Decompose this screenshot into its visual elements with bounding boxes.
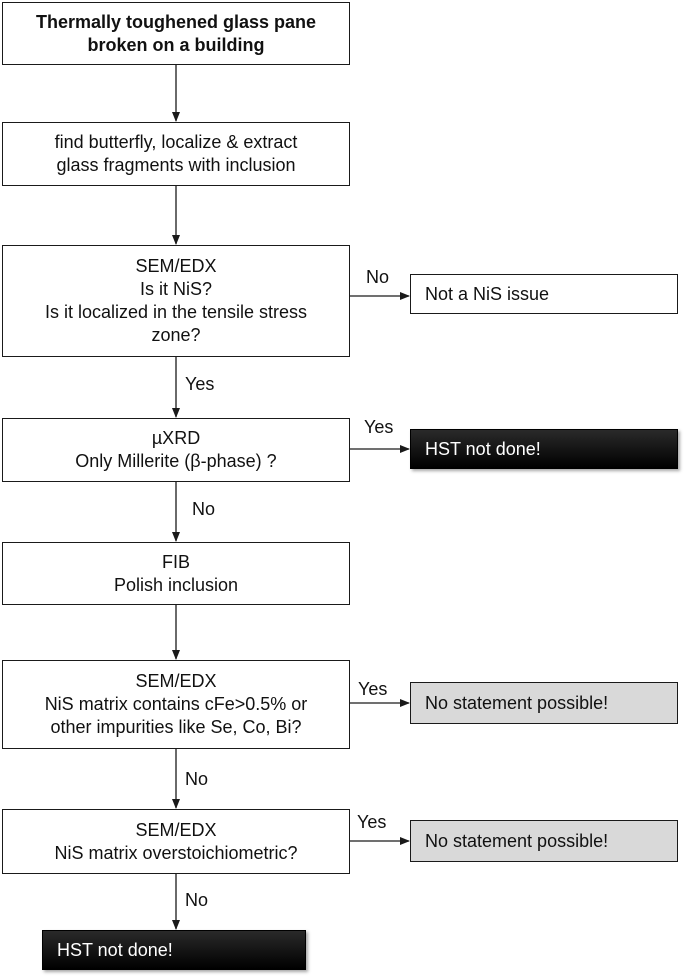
label-no-3: No bbox=[185, 769, 209, 789]
sem3-line-2: NiS matrix overstoichiometric? bbox=[54, 842, 298, 863]
find-box: find butterfly, localize & extract glass… bbox=[2, 122, 350, 186]
not-nis-issue-box: Not a NiS issue bbox=[410, 274, 678, 314]
fib-box: FIB Polish inclusion bbox=[2, 542, 350, 605]
label-yes-2: Yes bbox=[364, 417, 394, 437]
sem-edx-nis-check-box: SEM/EDX Is it NiS? Is it localized in th… bbox=[2, 245, 350, 357]
sem1-line-3: Is it localized in the tensile stress bbox=[44, 302, 308, 322]
nsp1-text: No statement possible! bbox=[425, 692, 609, 713]
label-no-4: No bbox=[185, 890, 209, 910]
sem1-line-4: zone? bbox=[151, 325, 201, 345]
fib-line-1: FIB bbox=[161, 551, 190, 572]
sem3-line-1: SEM/EDX bbox=[135, 819, 217, 840]
hst1-text: HST not done! bbox=[425, 438, 541, 459]
nsp2-text: No statement possible! bbox=[425, 830, 609, 851]
start-line-2: broken on a building bbox=[87, 34, 265, 55]
label-no-1: No bbox=[366, 267, 390, 287]
start-line-1: Thermally toughened glass pane bbox=[35, 11, 317, 32]
fib-line-2: Polish inclusion bbox=[113, 574, 239, 595]
label-yes-4: Yes bbox=[357, 812, 387, 832]
sem2-line-2: NiS matrix contains cFe>0.5% or bbox=[44, 694, 308, 714]
label-yes-3: Yes bbox=[358, 679, 388, 699]
start-box: Thermally toughened glass pane broken on… bbox=[2, 2, 350, 65]
hst-not-done-box-1: HST not done! bbox=[410, 429, 678, 469]
hst-not-done-box-2: HST not done! bbox=[42, 930, 306, 970]
label-yes-1: Yes bbox=[185, 374, 215, 394]
hst2-text: HST not done! bbox=[57, 939, 173, 960]
uxrd-box: µXRD Only Millerite (β-phase) ? bbox=[2, 418, 350, 482]
sem-edx-overstoichiometric-box: SEM/EDX NiS matrix overstoichiometric? bbox=[2, 809, 350, 874]
uxrd-line-2: Only Millerite (β-phase) ? bbox=[75, 451, 277, 471]
find-line-2: glass fragments with inclusion bbox=[56, 155, 296, 175]
sem2-line-1: SEM/EDX bbox=[135, 671, 217, 691]
no-statement-box-2: No statement possible! bbox=[410, 820, 678, 862]
sem-edx-impurities-box: SEM/EDX NiS matrix contains cFe>0.5% or … bbox=[2, 660, 350, 749]
no-statement-box-1: No statement possible! bbox=[410, 682, 678, 724]
sem1-line-2: Is it NiS? bbox=[139, 279, 213, 299]
uxrd-line-1: µXRD bbox=[151, 428, 201, 448]
sem2-line-3: other impurities like Se, Co, Bi? bbox=[50, 717, 302, 737]
sem1-line-1: SEM/EDX bbox=[135, 256, 217, 276]
label-no-2: No bbox=[192, 499, 216, 519]
not-nis-text: Not a NiS issue bbox=[425, 283, 550, 304]
find-line-1: find butterfly, localize & extract bbox=[54, 132, 298, 152]
